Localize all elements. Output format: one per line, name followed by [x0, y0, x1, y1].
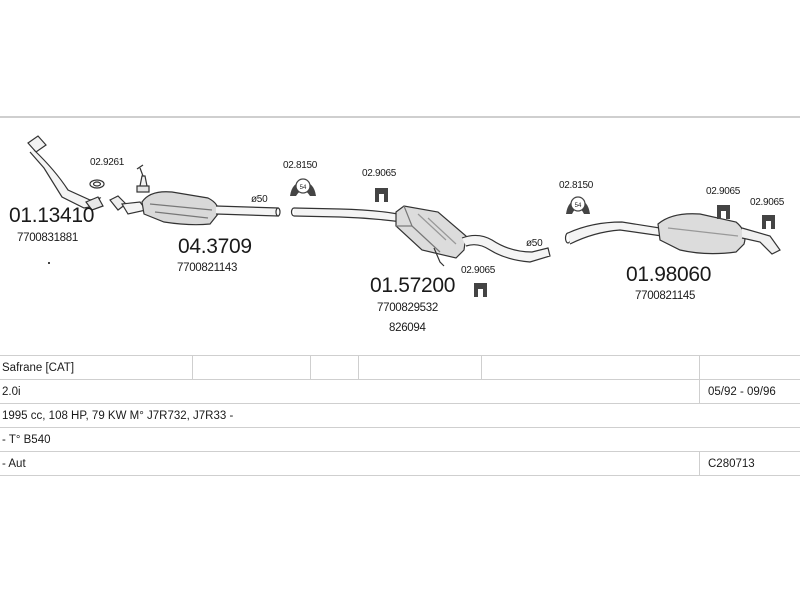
engine-cell: 2.0i [0, 379, 700, 404]
top-border [0, 116, 800, 118]
middle-silencer-drawing [395, 205, 551, 267]
accessory-code[interactable]: 02.8150 [283, 160, 318, 171]
empty-cell [358, 355, 482, 380]
part-number-catalyst[interactable]: 04.3709 [178, 235, 252, 258]
hanger-icon-3 [717, 205, 730, 219]
table-row: Safrane [CAT] [0, 355, 800, 380]
hanger-icon-1 [375, 188, 388, 202]
part-number-middle-silencer[interactable]: 01.57200 [370, 274, 456, 297]
years-cell: 05/92 - 09/96 [699, 379, 800, 404]
table-row: - T° B540 [0, 427, 800, 452]
table-row: - Aut C280713 [0, 451, 800, 476]
gearbox-cell: - Aut [0, 451, 700, 476]
accessory-code[interactable]: 02.9065 [461, 265, 496, 276]
table-row: 1995 cc, 108 HP, 79 KW M° J7R732, J7R33 … [0, 403, 800, 428]
oem-number-rear-silencer: 7700821145 [635, 290, 696, 302]
note-dot [48, 262, 50, 264]
accessory-code[interactable]: 02.9065 [362, 168, 397, 179]
specs-cell: 1995 cc, 108 HP, 79 KW M° J7R732, J7R33 … [0, 403, 800, 428]
part-number-downpipe[interactable]: 01.13410 [9, 204, 95, 227]
vehicle-spec-table: Safrane [CAT] 2.0i 05/92 - 09/96 1995 cc… [0, 355, 800, 476]
catalytic-converter-drawing [109, 164, 281, 226]
accessory-code[interactable]: 02.9261 [90, 157, 125, 168]
code-cell: C280713 [699, 451, 800, 476]
empty-cell [699, 355, 800, 380]
accessory-code[interactable]: 02.9065 [750, 197, 785, 208]
front-pipe-drawing [290, 207, 404, 223]
type-cell: - T° B540 [0, 427, 800, 452]
empty-cell [310, 355, 359, 380]
oem-number-middle-silencer: 7700829532 [377, 302, 438, 314]
clamp-icon-2 [566, 196, 590, 214]
model-cell: Safrane [CAT] [0, 355, 193, 380]
accessory-code[interactable]: 02.9065 [706, 186, 741, 197]
oem-number-catalyst: 7700821143 [177, 262, 238, 274]
table-row: 2.0i 05/92 - 09/96 [0, 379, 800, 404]
hanger-icon-2 [474, 283, 487, 297]
oem-number-downpipe: 7700831881 [17, 232, 78, 244]
empty-cell [192, 355, 311, 380]
accessory-code[interactable]: 02.8150 [559, 180, 594, 191]
part-number-rear-silencer[interactable]: 01.98060 [626, 263, 712, 286]
alt-number-middle-silencer: 826094 [389, 322, 426, 334]
clamp-mark-1: 54 [300, 185, 307, 191]
pipe-diameter: ø50 [526, 238, 543, 249]
clamp-icon-1 [290, 178, 316, 196]
pipe-diameter: ø50 [251, 194, 268, 205]
clamp-mark-2: 54 [575, 203, 582, 209]
rear-silencer-drawing [564, 213, 781, 255]
empty-cell [481, 355, 700, 380]
downpipe-drawing [27, 135, 105, 211]
hanger-icon-4 [762, 215, 775, 229]
